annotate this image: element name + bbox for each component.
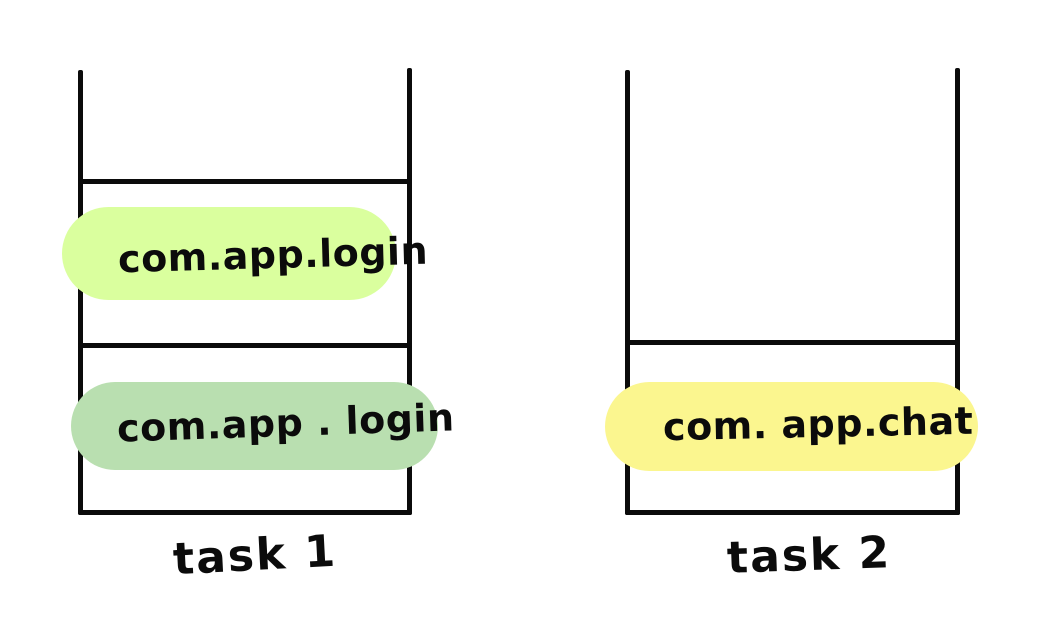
task-1-frame	[78, 68, 415, 515]
task-1-slot-2-highlight	[62, 207, 396, 300]
task-2-right-edge	[955, 68, 960, 515]
task-2-bottom-edge	[625, 510, 960, 515]
task-1-divider-2	[78, 343, 411, 348]
task-1-left-edge	[78, 70, 83, 515]
task-2-caption: task 2	[726, 527, 892, 584]
task-1-bottom-edge	[78, 510, 412, 515]
task-2-divider-1	[626, 340, 959, 345]
task-2-left-edge	[625, 70, 630, 515]
task-1-slot-3-highlight	[71, 382, 438, 470]
task-2-frame	[625, 68, 963, 515]
task-1-right-edge	[407, 68, 412, 515]
task-2-slot-2-highlight	[605, 382, 978, 471]
task-2-slot-2-label: com. app.chat	[662, 398, 974, 450]
task-1-slot-2-label: com.app.login	[117, 228, 429, 282]
task-1-caption: task 1	[171, 525, 339, 586]
task-1-divider-1	[79, 179, 411, 184]
